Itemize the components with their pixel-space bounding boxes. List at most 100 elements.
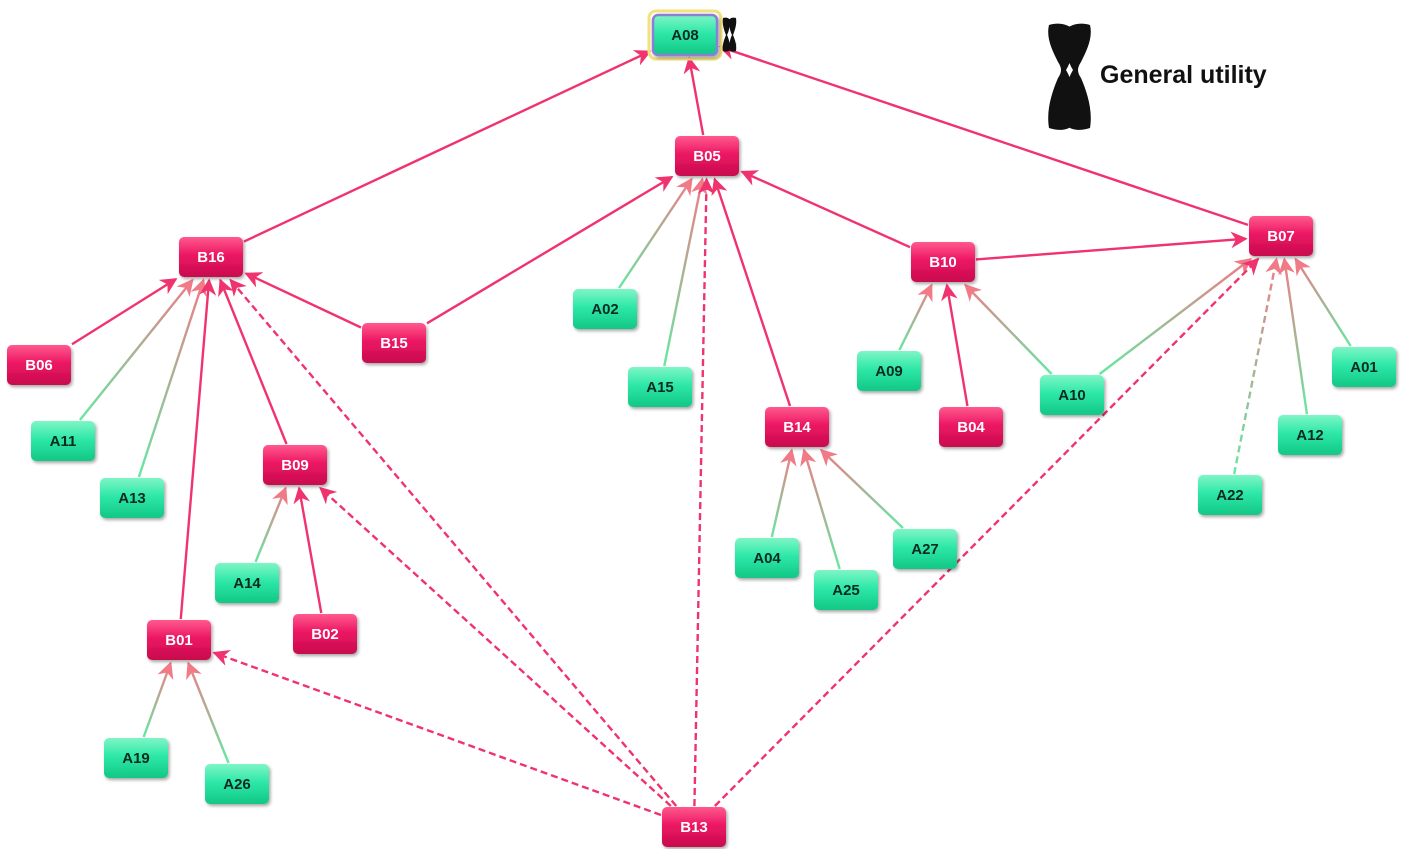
edge-a14-to-b09 xyxy=(254,486,288,563)
node-label: A12 xyxy=(1296,427,1324,444)
node-label: A22 xyxy=(1216,487,1244,504)
node-b04[interactable]: B04 xyxy=(939,407,1003,447)
node-a25[interactable]: A25 xyxy=(814,570,878,610)
edge-b15-to-b05 xyxy=(426,175,674,325)
node-box xyxy=(735,538,799,578)
node-label: A14 xyxy=(233,575,261,592)
node-b05[interactable]: B05 xyxy=(675,136,739,176)
node-b15[interactable]: B15 xyxy=(362,323,426,363)
edge-a15-to-b05 xyxy=(663,177,708,367)
node-box xyxy=(263,445,327,485)
legend: General utility xyxy=(1048,23,1267,130)
node-box xyxy=(100,478,164,518)
edge-b13-to-b07 xyxy=(714,257,1260,807)
edge-b16-to-a08 xyxy=(243,50,652,243)
node-box xyxy=(293,614,357,654)
node-b13[interactable]: B13 xyxy=(662,807,726,847)
node-box xyxy=(179,237,243,277)
node-label: B15 xyxy=(380,335,408,352)
edge-a11-to-b16 xyxy=(78,278,194,421)
edge-b13-to-b01 xyxy=(212,649,662,817)
node-b16[interactable]: B16 xyxy=(179,237,243,277)
node-box xyxy=(362,323,426,363)
node-box xyxy=(857,351,921,391)
node-box xyxy=(1332,347,1396,387)
node-a04[interactable]: A04 xyxy=(735,538,799,578)
node-label: A26 xyxy=(223,776,251,793)
node-box xyxy=(651,13,719,57)
edge-b14-to-b05 xyxy=(711,177,792,407)
edge-a02-to-b05 xyxy=(618,177,693,289)
node-a11[interactable]: A11 xyxy=(31,421,95,461)
node-b01[interactable]: B01 xyxy=(147,620,211,660)
node-box xyxy=(1040,375,1104,415)
node-label: B02 xyxy=(311,626,339,643)
node-a14[interactable]: A14 xyxy=(215,563,279,603)
node-b02[interactable]: B02 xyxy=(293,614,357,654)
node-box xyxy=(7,345,71,385)
node-b14[interactable]: B14 xyxy=(765,407,829,447)
chromosome-x-icon xyxy=(1048,23,1091,130)
node-a26[interactable]: A26 xyxy=(205,764,269,804)
node-label: B06 xyxy=(25,357,53,374)
node-a02[interactable]: A02 xyxy=(573,289,637,329)
node-b06[interactable]: B06 xyxy=(7,345,71,385)
edge-b10-to-b07 xyxy=(975,231,1248,261)
node-label: A11 xyxy=(50,433,77,450)
node-label: B05 xyxy=(693,148,721,165)
edge-a19-to-b01 xyxy=(142,661,174,738)
node-a12[interactable]: A12 xyxy=(1278,415,1342,455)
node-box xyxy=(31,421,95,461)
node-label: B16 xyxy=(197,249,225,266)
edge-b02-to-b09 xyxy=(293,486,323,614)
node-box xyxy=(1249,216,1313,256)
node-box xyxy=(939,407,1003,447)
node-label: B14 xyxy=(783,419,811,436)
node-box xyxy=(893,529,957,569)
node-label: A02 xyxy=(591,301,619,318)
node-a22[interactable]: A22 xyxy=(1198,475,1262,515)
edge-a27-to-b14 xyxy=(819,448,904,529)
node-label: A13 xyxy=(118,490,146,507)
chromosome-x-icon xyxy=(722,17,737,52)
edge-b10-to-b05 xyxy=(740,170,911,249)
node-label: B13 xyxy=(680,819,708,836)
highlight-ring xyxy=(647,9,723,61)
node-a19[interactable]: A19 xyxy=(104,738,168,778)
edge-b13-to-b05 xyxy=(693,177,715,807)
node-label: A09 xyxy=(875,363,903,380)
node-box xyxy=(205,764,269,804)
node-a10[interactable]: A10 xyxy=(1040,375,1104,415)
edge-a12-to-b07 xyxy=(1278,257,1309,415)
node-label: B04 xyxy=(957,419,985,436)
node-label: B07 xyxy=(1267,228,1295,245)
node-a08[interactable]: A08 xyxy=(647,9,737,61)
edge-a10-to-b07 xyxy=(1098,257,1253,375)
node-label: B09 xyxy=(281,457,309,474)
node-a13[interactable]: A13 xyxy=(100,478,164,518)
node-label: A27 xyxy=(911,541,939,558)
node-box xyxy=(814,570,878,610)
edge-b13-to-b16 xyxy=(229,278,678,807)
node-label: A10 xyxy=(1058,387,1086,404)
node-box xyxy=(628,367,692,407)
node-box xyxy=(911,242,975,282)
node-box xyxy=(147,620,211,660)
edge-b07-to-a08 xyxy=(718,43,1249,227)
node-a27[interactable]: A27 xyxy=(893,529,957,569)
edge-b06-to-b16 xyxy=(71,277,178,346)
node-label: A08 xyxy=(671,27,699,44)
edge-a09-to-b10 xyxy=(898,283,933,351)
node-box xyxy=(1198,475,1262,515)
node-a15[interactable]: A15 xyxy=(628,367,692,407)
node-b09[interactable]: B09 xyxy=(263,445,327,485)
legend-label: General utility xyxy=(1100,61,1267,89)
edge-b15-to-b16 xyxy=(244,272,362,329)
node-a01[interactable]: A01 xyxy=(1332,347,1396,387)
node-b07[interactable]: B07 xyxy=(1249,216,1313,256)
node-a09[interactable]: A09 xyxy=(857,351,921,391)
node-b10[interactable]: B10 xyxy=(911,242,975,282)
node-label: A25 xyxy=(832,582,860,599)
edges xyxy=(71,43,1352,817)
